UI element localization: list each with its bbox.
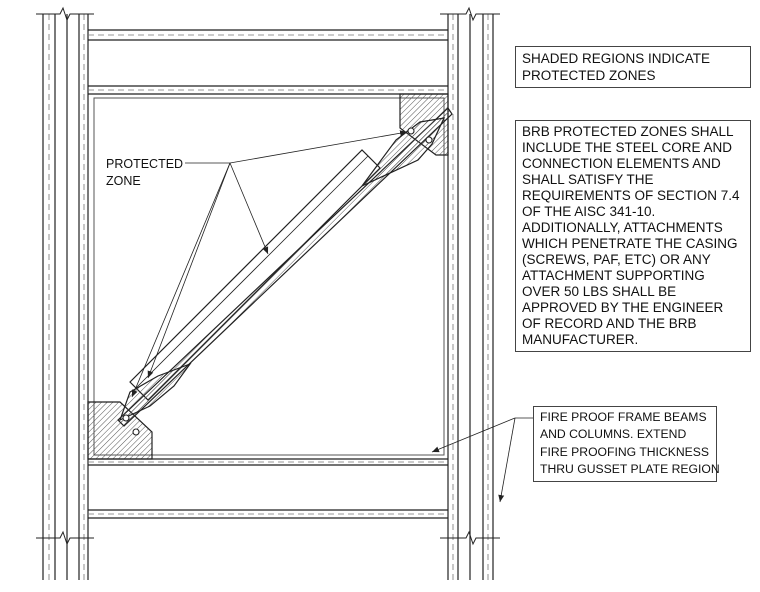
bottom-left-gusset: [87, 401, 153, 460]
note-line: WHICH PENETRATE THE CASING: [522, 236, 738, 251]
brb-protected-zones-note: BRB PROTECTED ZONES SHALL INCLUDE THE ST…: [515, 120, 751, 352]
right-column: [440, 6, 500, 580]
note-line: MANUFACTURER.: [522, 332, 639, 347]
note-line: INCLUDE THE STEEL CORE AND: [522, 140, 733, 155]
protected-zone-label-line2: ZONE: [106, 174, 141, 188]
note-line: SHALL SATISFY THE: [522, 172, 654, 187]
note-line: REQUIREMENTS OF SECTION 7.4: [522, 188, 740, 203]
protected-zone-leaders: [131, 130, 408, 398]
note-line: PROTECTED ZONES: [522, 68, 656, 83]
protected-zone-label-line1: PROTECTED: [106, 157, 184, 171]
left-column: [36, 6, 94, 580]
note-line: THRU GUSSET PLATE REGION: [540, 462, 720, 477]
bolt-holes: [122, 127, 433, 436]
note-line: (SCREWS, PAF, ETC) OR ANY: [522, 252, 711, 267]
note-line: AND COLUMNS. EXTEND: [540, 427, 687, 442]
top-beam: [88, 29, 448, 95]
note-line: ADDITIONALLY, ATTACHMENTS: [522, 220, 723, 235]
brb-core: [117, 107, 453, 427]
bottom-beam: [88, 458, 448, 519]
note-line: SHADED REGIONS INDICATE: [522, 51, 711, 66]
note-line: APPROVED BY THE ENGINEER: [522, 300, 724, 315]
note-line: OF THE AISC 341-10.: [522, 204, 656, 219]
note-line: FIRE PROOFING THICKNESS: [540, 444, 710, 459]
fireproof-leaders: [431, 417, 533, 503]
note-line: BRB PROTECTED ZONES SHALL: [522, 124, 734, 139]
fireproofing-outline: [93, 97, 445, 456]
note-line: OVER 50 LBS SHALL BE: [522, 284, 677, 299]
protected-zone-label: PROTECTED ZONE: [106, 156, 183, 190]
note-line: OF RECORD AND THE BRB: [522, 316, 697, 331]
note-line: CONNECTION ELEMENTS AND: [522, 156, 721, 171]
fireproofing-note: FIRE PROOF FRAME BEAMS AND COLUMNS. EXTE…: [533, 406, 720, 482]
note-line: ATTACHMENT SUPPORTING: [522, 268, 705, 283]
shaded-regions-note: SHADED REGIONS INDICATE PROTECTED ZONES: [515, 46, 751, 88]
note-line: FIRE PROOF FRAME BEAMS: [540, 410, 707, 424]
